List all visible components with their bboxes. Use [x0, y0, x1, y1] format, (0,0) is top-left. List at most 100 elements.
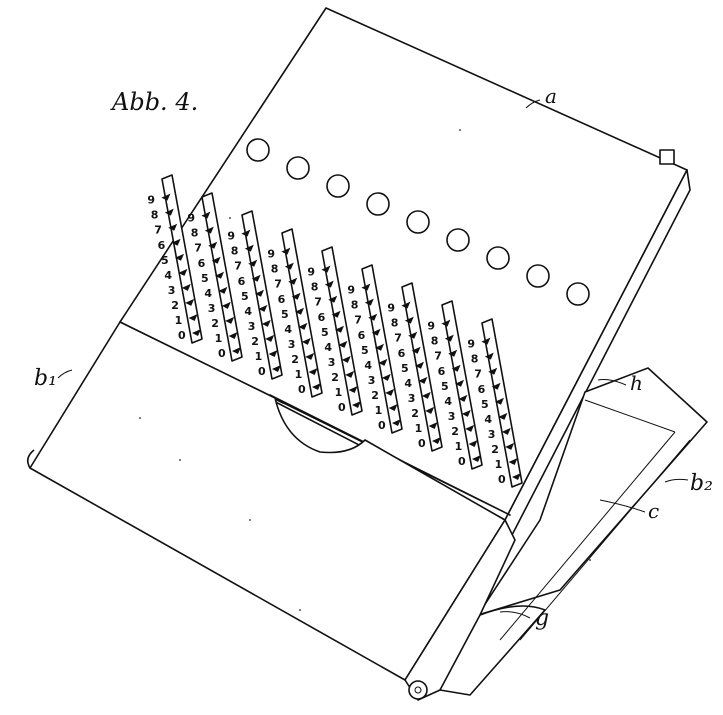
digit-label: 7 [234, 260, 242, 273]
slot-notch [491, 382, 501, 390]
slot-notch [232, 347, 241, 354]
slot-notch [348, 385, 358, 393]
digit-label: 1 [335, 386, 343, 399]
digit-label: 4 [364, 359, 372, 372]
digit-label: 9 [347, 284, 355, 297]
digit-label: 9 [427, 320, 435, 333]
digit-label: 8 [431, 335, 439, 348]
slot-notch [312, 383, 321, 390]
digit-label: 7 [474, 368, 482, 381]
slot-notch [392, 419, 401, 426]
slot-notch [161, 193, 171, 201]
knob [446, 228, 470, 252]
slot-notch [495, 397, 504, 405]
digit-label: 5 [281, 308, 289, 321]
slot-notch [225, 316, 235, 324]
figure-caption: Abb. 4. [110, 88, 198, 116]
knob [326, 174, 350, 198]
digit-label: 5 [481, 398, 489, 411]
digit-label: 0 [258, 365, 266, 378]
digit-label: 6 [158, 239, 166, 252]
leader-g [499, 611, 531, 619]
speck [139, 417, 141, 419]
digit-label: 1 [415, 422, 423, 435]
digit-label: 5 [361, 344, 369, 357]
label-b1: b₁ [34, 366, 57, 391]
digit-label: 1 [295, 368, 303, 381]
slot-notch [481, 337, 491, 345]
slot-notch [381, 373, 391, 381]
slot-notch [295, 307, 304, 315]
digit-label: 5 [241, 290, 249, 303]
digit-label: 4 [444, 395, 452, 408]
digit-label: 1 [375, 404, 383, 417]
slot-notch [415, 361, 424, 369]
leader-h [597, 379, 627, 386]
digit-label: 6 [198, 257, 206, 270]
brace-edge-3 [519, 439, 691, 641]
digit-label: 0 [378, 419, 386, 432]
digit-label: 9 [467, 338, 475, 351]
slot-notch [175, 253, 184, 261]
slot-notch [451, 364, 461, 372]
digit-label: 1 [255, 350, 263, 363]
digit-label: 8 [471, 353, 479, 366]
digit-label: 6 [438, 365, 446, 378]
digit-label: 3 [408, 392, 416, 405]
slot-notch [308, 367, 318, 375]
digit-label: 6 [358, 329, 366, 342]
digit-columns: 0123456789012345678901234567890123456789… [147, 174, 523, 488]
slot-notch [248, 259, 258, 267]
digit-label: 3 [288, 338, 296, 351]
slot-notch [498, 412, 508, 420]
digit-label: 3 [448, 410, 456, 423]
slot-notch [401, 301, 411, 309]
slot-notch [192, 329, 201, 336]
knob [566, 282, 590, 306]
slot-notch [261, 319, 271, 327]
knob [406, 210, 430, 234]
slot-notch [241, 229, 251, 237]
digit-label: 4 [284, 323, 292, 336]
label-g: g [535, 606, 549, 631]
hinge-bracket [439, 605, 546, 696]
digit-label: 0 [178, 329, 186, 342]
label-c: c [648, 499, 659, 523]
front-panel-face [29, 321, 506, 681]
digit-label: 3 [488, 428, 496, 441]
digit-label: 8 [231, 245, 239, 258]
slot-notch [458, 394, 468, 402]
left-foot [26, 449, 35, 469]
top-post [659, 149, 675, 165]
slot-notch [251, 274, 261, 282]
slot-notch [441, 319, 451, 327]
slot-notch [168, 223, 178, 231]
digit-label: 6 [398, 347, 406, 360]
slot-notch [201, 211, 211, 219]
digit-label: 2 [251, 335, 259, 348]
slot-notch [404, 316, 414, 324]
slot-notch [421, 391, 431, 399]
knob [366, 192, 390, 216]
slot-notch [265, 334, 275, 342]
digit-label: 7 [434, 350, 442, 363]
slot-notch [455, 379, 464, 387]
digit-label: 2 [211, 317, 219, 330]
slot-notch [408, 331, 418, 339]
digit-label: 4 [244, 305, 252, 318]
digit-label: 7 [314, 296, 322, 309]
slot-notch [208, 241, 218, 249]
hinge-pin-core [414, 686, 422, 694]
digit-label: 3 [168, 284, 176, 297]
leader-a [525, 99, 541, 109]
digit-label: 6 [278, 293, 286, 306]
slot-notch [331, 310, 341, 318]
slot-notch [361, 283, 371, 291]
slot-notch [505, 442, 515, 450]
digit-label: 2 [331, 371, 339, 384]
digit-label: 0 [418, 437, 426, 450]
slot-notch [188, 313, 198, 321]
